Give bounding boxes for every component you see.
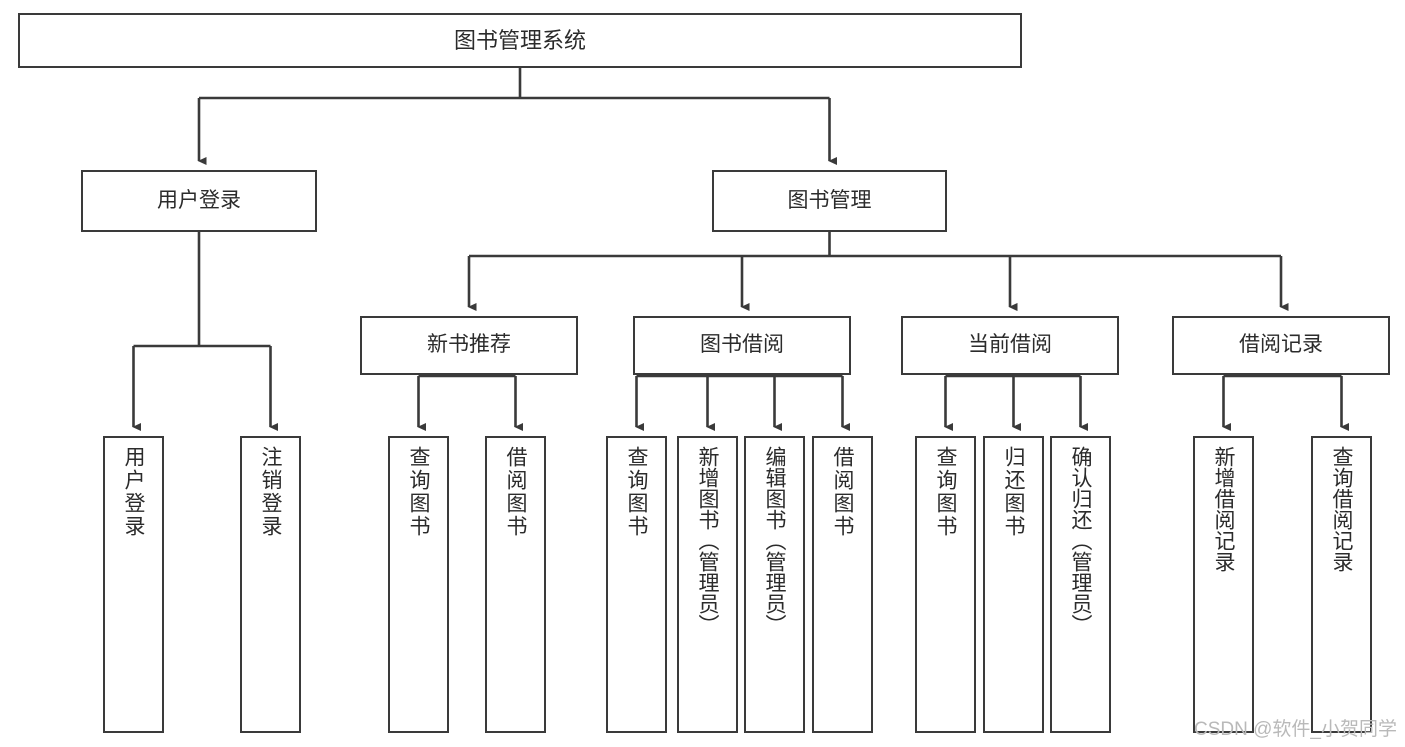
node-label: 借阅记录 bbox=[1239, 333, 1323, 357]
node-bookmgmt[interactable]: 图书管理 bbox=[712, 170, 947, 232]
node-label: 新书推荐 bbox=[427, 333, 511, 357]
node-leaf-rec-1[interactable]: 新增借阅记录 bbox=[1193, 436, 1254, 733]
node-leaf-cur-3[interactable]: 确认归还（管理员） bbox=[1050, 436, 1111, 733]
node-leaf-login-2[interactable]: 注销登录 bbox=[240, 436, 301, 733]
node-leaf-bor-4[interactable]: 借阅图书 bbox=[812, 436, 873, 733]
node-label: 新增借阅记录 bbox=[1212, 446, 1235, 572]
node-label: 用户登录 bbox=[157, 188, 241, 212]
node-leaf-new-1[interactable]: 查询图书 bbox=[388, 436, 449, 733]
node-label: 查询图书 bbox=[407, 446, 430, 538]
node-leaf-cur-2[interactable]: 归还图书 bbox=[983, 436, 1044, 733]
node-borrow[interactable]: 图书借阅 bbox=[633, 316, 851, 375]
node-leaf-bor-1[interactable]: 查询图书 bbox=[606, 436, 667, 733]
node-records[interactable]: 借阅记录 bbox=[1172, 316, 1390, 375]
node-label: 当前借阅 bbox=[968, 333, 1052, 357]
node-label: 查询借阅记录 bbox=[1330, 446, 1353, 572]
watermark: CSDN @软件_小贺同学 bbox=[1194, 719, 1397, 740]
node-label: 确认归还（管理员） bbox=[1069, 446, 1092, 635]
node-leaf-rec-2[interactable]: 查询借阅记录 bbox=[1311, 436, 1372, 733]
node-leaf-cur-1[interactable]: 查询图书 bbox=[915, 436, 976, 733]
node-root[interactable]: 图书管理系统 bbox=[18, 13, 1022, 68]
node-label: 查询图书 bbox=[625, 446, 648, 538]
node-label: 借阅图书 bbox=[831, 446, 854, 538]
node-label: 新增图书（管理员） bbox=[696, 446, 719, 635]
node-label: 编辑图书（管理员） bbox=[763, 446, 786, 635]
node-leaf-login-1[interactable]: 用户登录 bbox=[103, 436, 164, 733]
node-leaf-bor-2[interactable]: 新增图书（管理员） bbox=[677, 436, 738, 733]
node-current[interactable]: 当前借阅 bbox=[901, 316, 1119, 375]
node-label: 用户登录 bbox=[122, 446, 145, 538]
node-newbook[interactable]: 新书推荐 bbox=[360, 316, 578, 375]
node-label: 借阅图书 bbox=[504, 446, 527, 538]
node-leaf-bor-3[interactable]: 编辑图书（管理员） bbox=[744, 436, 805, 733]
node-leaf-new-2[interactable]: 借阅图书 bbox=[485, 436, 546, 733]
node-label: 归还图书 bbox=[1002, 446, 1025, 538]
node-label: 图书管理系统 bbox=[453, 27, 586, 53]
node-label: 图书管理 bbox=[787, 188, 872, 212]
node-login[interactable]: 用户登录 bbox=[81, 170, 317, 232]
node-label: 注销登录 bbox=[259, 446, 282, 538]
node-label: 查询图书 bbox=[934, 446, 957, 538]
node-label: 图书借阅 bbox=[700, 333, 784, 357]
